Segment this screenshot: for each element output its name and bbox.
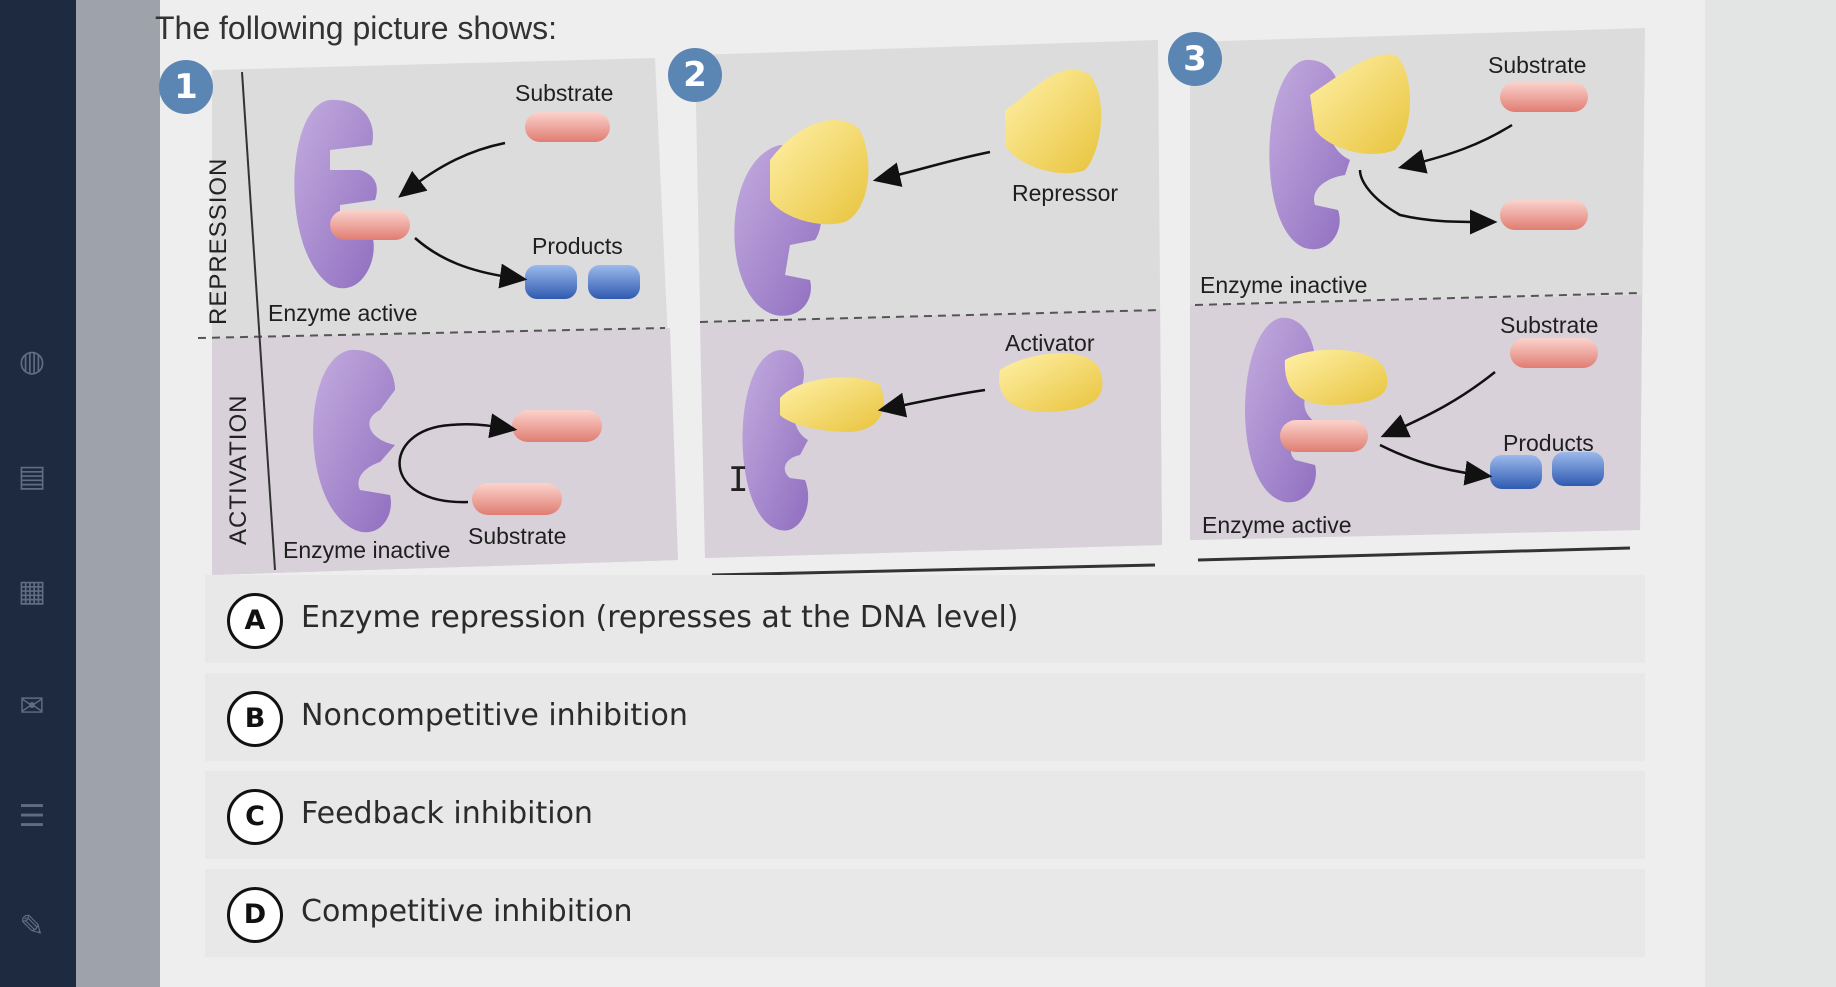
option-b-letter: B	[227, 691, 283, 747]
repression-label: REPRESSION	[205, 157, 232, 325]
panel2-activator-label: Activator	[1005, 330, 1095, 356]
panel-2-number-badge: 2	[668, 48, 722, 102]
panel-1-number-badge: 1	[159, 60, 213, 114]
sidebar-mail-icon[interactable]: ✉	[19, 690, 45, 723]
panel-3	[1190, 28, 1645, 540]
option-c-text: Feedback inhibition	[301, 796, 593, 831]
panel3-substrate-top-label: Substrate	[1488, 52, 1587, 78]
sidebar-notes-icon[interactable]: ☰	[18, 800, 46, 833]
panel1-enzyme-active-label: Enzyme active	[268, 300, 418, 326]
option-d[interactable]: D Competitive inhibition	[205, 869, 1645, 957]
panel1-products-label: Products	[532, 233, 623, 259]
sidebar-globe-icon[interactable]: ◍	[18, 345, 46, 378]
option-b[interactable]: B Noncompetitive inhibition	[205, 673, 1645, 761]
option-c-letter: C	[227, 789, 283, 845]
sidebar-calendar-icon[interactable]: ▦	[17, 575, 47, 608]
option-a[interactable]: A Enzyme repression (represses at the DN…	[205, 575, 1645, 663]
page-gutter	[76, 0, 160, 987]
panel2-repressor-label: Repressor	[1012, 180, 1119, 206]
option-a-letter: A	[227, 593, 283, 649]
text-cursor-icon: I	[728, 460, 749, 500]
panel-3-number-badge: 3	[1168, 32, 1222, 86]
panel1-enzyme-inactive-label: Enzyme inactive	[283, 537, 451, 563]
question-title: The following picture shows:	[155, 10, 557, 46]
page-right-margin	[1705, 0, 1836, 987]
sidebar-tools-icon[interactable]: ✎	[19, 910, 45, 943]
panel3-enzyme-active-label: Enzyme active	[1202, 512, 1352, 538]
option-d-letter: D	[227, 887, 283, 943]
panel1-substrate-bottom-label: Substrate	[468, 523, 567, 549]
option-c[interactable]: C Feedback inhibition	[205, 771, 1645, 859]
panel-2	[695, 40, 1162, 558]
panel1-substrate-top-label: Substrate	[515, 80, 614, 106]
panel3-substrate-bottom-label: Substrate	[1500, 312, 1599, 338]
sidebar-document-icon[interactable]: ▤	[17, 460, 47, 493]
option-d-text: Competitive inhibition	[301, 894, 633, 929]
panel-1	[197, 58, 678, 575]
option-b-text: Noncompetitive inhibition	[301, 698, 688, 733]
option-a-text: Enzyme repression (represses at the DNA …	[301, 600, 1019, 635]
activation-label: ACTIVATION	[225, 394, 252, 545]
panel3-products-label: Products	[1503, 430, 1594, 456]
app-sidebar: ◍ ▤ ▦ ✉ ☰ ✎	[0, 0, 76, 987]
panel3-enzyme-inactive-label: Enzyme inactive	[1200, 272, 1368, 298]
